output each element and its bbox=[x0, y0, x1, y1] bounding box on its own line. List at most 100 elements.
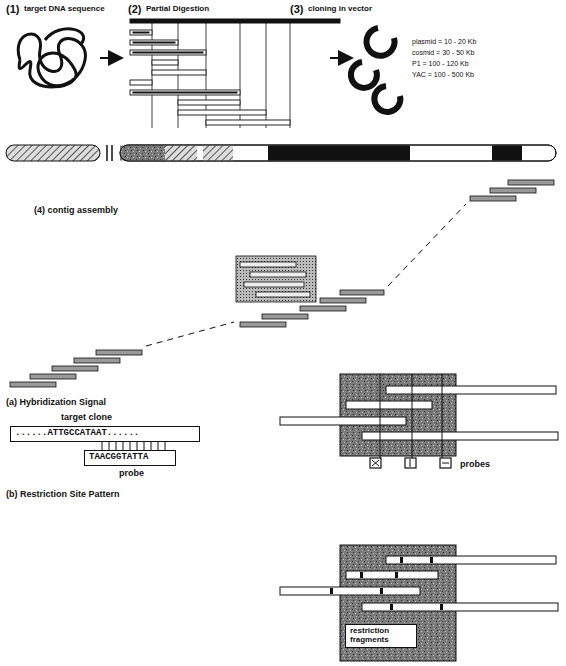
rect-shape bbox=[236, 256, 316, 302]
rect-shape bbox=[386, 556, 556, 564]
method-title: (a) Hybridization Signal bbox=[6, 398, 106, 408]
rect-shape bbox=[130, 30, 152, 35]
rect-shape bbox=[240, 322, 286, 327]
line-shape bbox=[144, 441, 145, 450]
path-shape bbox=[410, 459, 411, 467]
rect-shape bbox=[256, 292, 310, 297]
contig-clones bbox=[10, 180, 554, 387]
rect-shape bbox=[262, 314, 308, 319]
rect-shape bbox=[362, 432, 558, 440]
g-shape bbox=[133, 32, 237, 93]
rect-shape bbox=[362, 603, 558, 611]
rect-shape bbox=[340, 290, 384, 295]
rect-shape bbox=[133, 52, 203, 53]
rect-shape bbox=[206, 120, 290, 125]
g-shape bbox=[130, 30, 290, 125]
vector-size: YAC = 100 - 500 Kb bbox=[412, 71, 474, 79]
rect-shape bbox=[280, 417, 406, 425]
g-shape bbox=[280, 386, 558, 440]
g-shape bbox=[280, 556, 558, 611]
step-label: cloning in vector bbox=[308, 5, 372, 14]
rect-shape bbox=[346, 401, 432, 409]
hybridization-ticks bbox=[102, 441, 165, 450]
step-label: target DNA sequence bbox=[24, 5, 105, 14]
hybridization-panel bbox=[280, 374, 558, 468]
partial-digestion bbox=[130, 19, 340, 128]
rect-shape bbox=[74, 358, 120, 363]
line-shape bbox=[290, 19, 291, 128]
rect-shape bbox=[250, 272, 306, 277]
dna-squiggle bbox=[18, 29, 85, 87]
path-shape bbox=[442, 463, 449, 464]
g-shape bbox=[370, 458, 451, 468]
contig-gap bbox=[146, 204, 466, 346]
step-number: (1) bbox=[6, 3, 19, 15]
rect-shape bbox=[440, 458, 451, 468]
rect-shape bbox=[240, 262, 296, 267]
rect-shape bbox=[268, 146, 410, 161]
node-text: ......ATTGCCATAAT...... bbox=[11, 427, 199, 441]
line-shape bbox=[442, 374, 443, 458]
rect-shape bbox=[130, 50, 206, 55]
vector-circles bbox=[351, 28, 400, 112]
rect-shape bbox=[440, 604, 443, 610]
line-shape bbox=[388, 204, 466, 286]
rect-shape bbox=[280, 587, 420, 595]
rect-shape bbox=[430, 557, 433, 563]
rect-shape bbox=[133, 32, 149, 33]
path-shape bbox=[45, 29, 84, 45]
step-number: (2) bbox=[128, 3, 141, 15]
g-shape bbox=[152, 19, 290, 128]
g-shape bbox=[240, 262, 310, 297]
line-shape bbox=[106, 145, 108, 161]
rect-shape bbox=[360, 572, 363, 578]
rect-shape bbox=[30, 374, 76, 379]
line-shape bbox=[165, 441, 166, 450]
rect-shape bbox=[10, 382, 56, 387]
process-arrow bbox=[100, 57, 122, 59]
rect-shape bbox=[130, 90, 240, 95]
g-shape bbox=[380, 374, 442, 458]
rect-shape bbox=[130, 80, 152, 85]
rect-shape bbox=[330, 588, 333, 594]
rect-shape bbox=[370, 458, 381, 468]
line-shape bbox=[158, 441, 159, 450]
rect-shape bbox=[6, 145, 100, 161]
rect-shape bbox=[244, 282, 304, 287]
node-text: restriction fragments bbox=[346, 625, 416, 647]
rect-shape bbox=[130, 19, 340, 23]
path-shape bbox=[351, 62, 377, 88]
rect-shape bbox=[120, 145, 556, 161]
rect-shape bbox=[320, 298, 366, 303]
line-shape bbox=[123, 441, 124, 450]
method-title: (b) Restriction Site Pattern bbox=[6, 490, 120, 500]
path-shape bbox=[367, 28, 395, 56]
line-shape bbox=[151, 441, 152, 450]
rect-shape bbox=[178, 100, 240, 105]
rect-shape bbox=[52, 366, 98, 371]
rect-shape bbox=[380, 588, 383, 594]
line-shape bbox=[412, 374, 413, 458]
rect-shape bbox=[152, 60, 178, 65]
g-shape bbox=[372, 459, 449, 467]
line-shape bbox=[146, 322, 234, 346]
rect-shape bbox=[133, 42, 175, 43]
vector-size: cosmid = 30 - 50 Kb bbox=[412, 49, 474, 57]
target-clone-box: target clone......ATTGCCATAAT...... bbox=[10, 426, 200, 442]
line-shape bbox=[109, 441, 110, 450]
rect-shape bbox=[165, 146, 197, 161]
g-shape bbox=[330, 557, 443, 610]
g-shape bbox=[10, 180, 554, 387]
rect-shape bbox=[405, 458, 416, 468]
rect-shape bbox=[130, 40, 178, 45]
line-shape bbox=[380, 374, 381, 458]
rect-shape bbox=[120, 145, 556, 161]
line-shape bbox=[111, 145, 113, 161]
restriction-panel bbox=[280, 545, 558, 661]
restriction-label-box: restriction fragments bbox=[345, 624, 417, 648]
line-shape bbox=[116, 441, 117, 450]
rect-shape bbox=[178, 110, 266, 115]
rect-shape bbox=[508, 180, 554, 185]
step-label: (4) contig assembly bbox=[34, 206, 118, 216]
